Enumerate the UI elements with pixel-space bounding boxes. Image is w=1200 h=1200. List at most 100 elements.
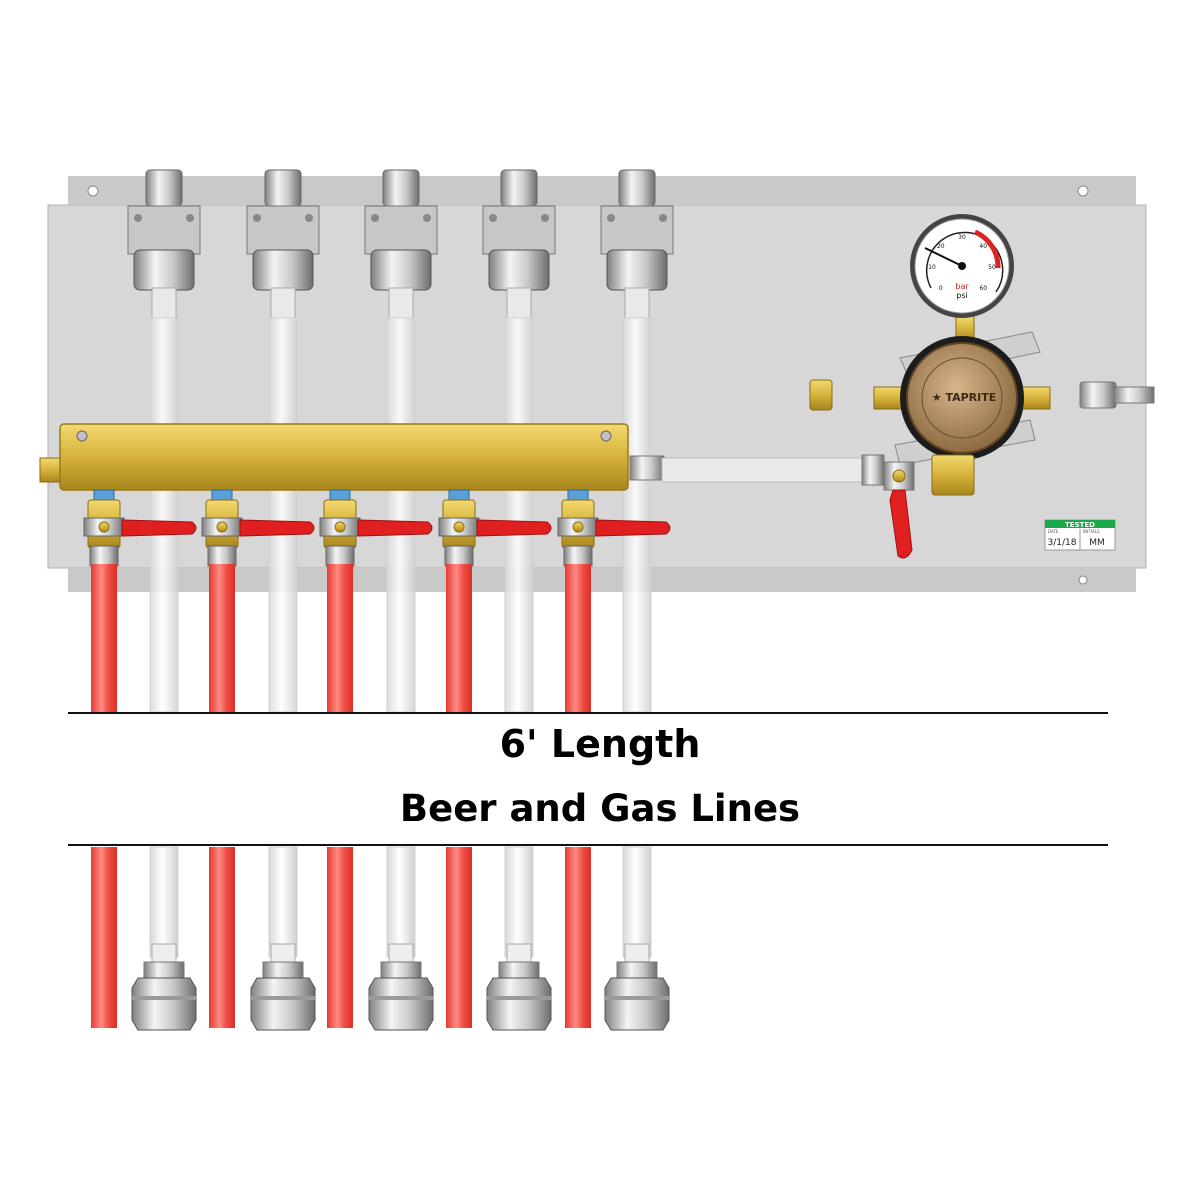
beer-tube-end — [268, 846, 298, 958]
tailpiece — [151, 287, 177, 319]
gas-manifold — [39, 423, 629, 491]
gas-tube — [565, 564, 591, 712]
shank-nut — [252, 249, 314, 291]
divider-line-bottom — [68, 844, 1108, 846]
shank-nut — [488, 249, 550, 291]
gas-shutoff-valve — [319, 489, 433, 567]
valve-handle — [476, 519, 552, 537]
gas-shutoff-valve — [438, 489, 552, 567]
tested-tag-initials-caption: INITIALS — [1083, 529, 1100, 534]
bracket-screw — [659, 214, 667, 222]
beer-line-end — [604, 846, 670, 1031]
coupler-nut-edge — [605, 996, 669, 1000]
gauge-scale-number: 50 — [988, 264, 996, 271]
gas-tube — [91, 564, 117, 712]
hose-clamp — [444, 545, 474, 567]
gas-tube-end — [565, 847, 591, 1028]
beer-line — [482, 169, 556, 713]
gas-tube — [209, 564, 235, 712]
beer-tube — [268, 317, 298, 713]
shank-threads — [264, 169, 302, 207]
gauge-scale-number: 10 — [928, 264, 936, 271]
regulator-adjustment-cap — [906, 342, 1018, 454]
gas-supply-tube — [629, 454, 885, 486]
bracket-screw — [253, 214, 261, 222]
coupler-nut-edge — [369, 996, 433, 1000]
regulator-brand-label: ★ TAPRITE — [932, 391, 997, 404]
coupler-nut — [131, 977, 197, 1031]
shank-bracket — [246, 205, 320, 255]
gauge-bar-label: bar — [955, 282, 969, 291]
gas-tube — [327, 564, 353, 712]
hose-clamp — [207, 545, 237, 567]
tested-tag-header: TESTED — [1065, 521, 1095, 529]
gas-tube-end — [209, 847, 235, 1028]
gas-tube — [446, 564, 472, 712]
valve-handle — [357, 519, 433, 537]
coupler-nut-edge — [251, 996, 315, 1000]
coupler-nut — [486, 977, 552, 1031]
beer-tube — [504, 317, 534, 713]
tailpiece-barb — [380, 961, 422, 981]
coupler-nut — [604, 977, 670, 1031]
beer-tube — [149, 317, 179, 713]
gas-tube-end — [91, 847, 117, 1028]
mounting-hole — [87, 185, 99, 197]
coupler-nut — [368, 977, 434, 1031]
tailpiece-barb — [498, 961, 540, 981]
shank-nut — [370, 249, 432, 291]
shank-threads — [145, 169, 183, 207]
valve-stem — [453, 521, 465, 533]
gauge-scale-number: 60 — [979, 285, 987, 292]
beer-tube-end — [386, 846, 416, 958]
gauge-psi-label: psi — [956, 291, 967, 300]
beer-tube-end — [622, 846, 652, 958]
bracket-screw — [541, 214, 549, 222]
gauge-needle — [924, 247, 963, 267]
gas-shutoff-valve — [557, 489, 671, 567]
coupler-nut-edge — [487, 996, 551, 1000]
hose-clamp — [89, 545, 119, 567]
shank-threads — [618, 169, 656, 207]
gauge-scale-number: 40 — [979, 243, 987, 250]
gauge-scale-number: 30 — [958, 234, 966, 241]
coupler-nut-edge — [132, 996, 196, 1000]
manifold-end-plug — [39, 457, 63, 483]
gas-shutoff-valve — [83, 489, 197, 567]
mounting-hole — [1078, 575, 1088, 585]
tailpiece-barb — [616, 961, 658, 981]
coupler-nut — [250, 977, 316, 1031]
lines-lower-section — [91, 846, 670, 1031]
tailpiece — [624, 287, 650, 319]
beer-line-end — [250, 846, 316, 1031]
tested-tag-initials: MM — [1089, 538, 1105, 548]
valve-stem — [334, 521, 346, 533]
valve-stem — [216, 521, 228, 533]
hose-clamp — [325, 545, 355, 567]
bracket-screw — [134, 214, 142, 222]
gas-tube-end — [446, 847, 472, 1028]
tailpiece — [506, 287, 532, 319]
caption-description: Beer and Gas Lines — [399, 787, 801, 830]
shank-bracket — [127, 205, 201, 255]
valve-stem — [572, 521, 584, 533]
beer-tube — [622, 317, 652, 713]
manifold-screw — [600, 430, 612, 442]
shank-nut — [133, 249, 195, 291]
bracket-screw — [423, 214, 431, 222]
beer-tube-end — [149, 846, 179, 958]
gas-valves — [83, 489, 671, 567]
caption-length: 6' Length — [499, 722, 701, 766]
divider-line-top — [68, 712, 1108, 714]
beer-line-end — [368, 846, 434, 1031]
gas-shutoff-valve — [201, 489, 315, 567]
shank-threads — [382, 169, 420, 207]
tailpiece-barb — [262, 961, 304, 981]
tailpiece — [270, 287, 296, 319]
tested-tag-date: 3/1/18 — [1048, 538, 1077, 548]
regulator-shutoff-handle — [889, 489, 913, 559]
brass-flare-nut — [809, 379, 833, 411]
bracket-screw — [305, 214, 313, 222]
